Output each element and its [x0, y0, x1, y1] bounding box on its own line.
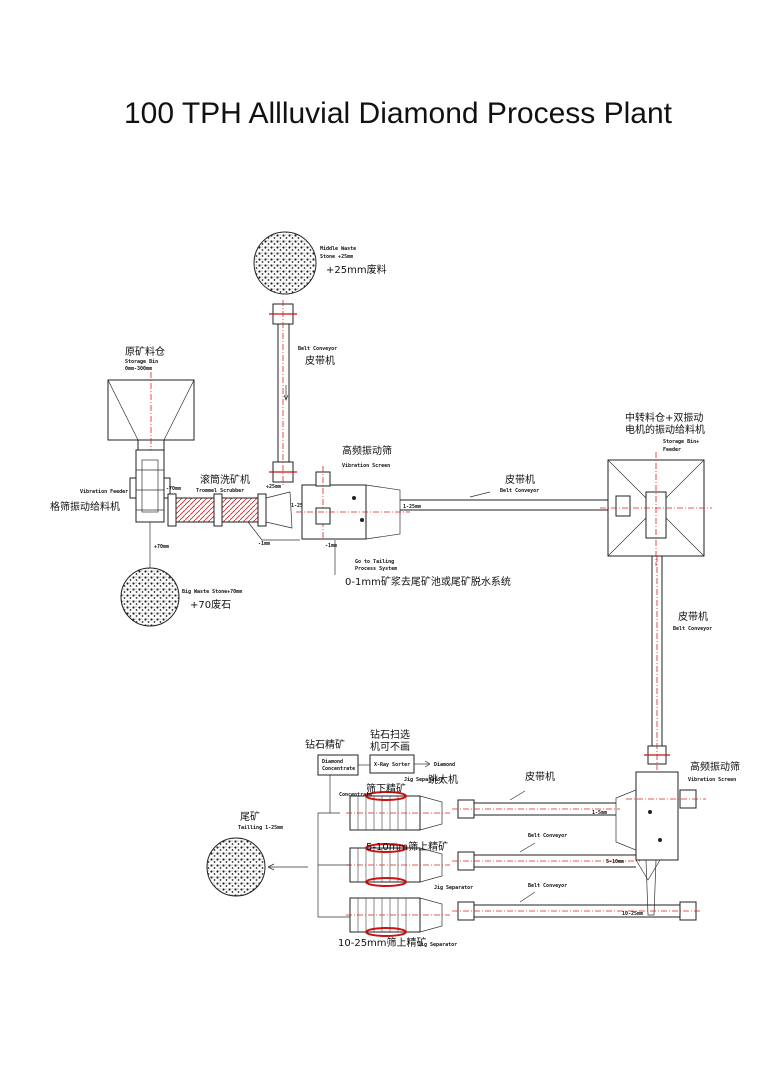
belt-conveyor-jig-1 [452, 790, 620, 819]
belt-conveyor-vertical-1 [269, 300, 297, 486]
belt-conveyor-label-cn-2: 皮带机 [505, 473, 535, 486]
big-waste-pile [120, 567, 180, 627]
mid-conc-label-cn: 5-10mm筛上精矿 [366, 840, 448, 853]
middle-waste-label-en-2: Stone +25mm [320, 254, 353, 260]
grizzly-feeder-label-cn: 格筛振动给料机 [50, 500, 120, 513]
high-frequency-screen-2 [615, 771, 706, 916]
tailing-pile [206, 837, 266, 897]
jig-separator-1 [346, 791, 450, 831]
coarse-conc-label-cn: 10-25mm筛上精矿 [338, 936, 427, 949]
middle-waste-label-en-1: Middle Waste [320, 246, 356, 252]
belt-conveyor-vertical-2 [644, 556, 670, 770]
size-label-minus1-b: -1mm [325, 543, 337, 549]
jig-separator-3 [346, 897, 450, 937]
belt-conveyor-label-en-2: Belt Conveyor [500, 488, 539, 494]
size-label-5-10: 5-10mm [606, 859, 624, 865]
tailing-system-label-en-2: Process System [355, 566, 397, 572]
storage-bin-label-en-2: 0mm-300mm [125, 366, 152, 372]
high-frequency-screen-1 [296, 466, 410, 540]
hf-screen-1-label-cn: 高频振动筛 [342, 444, 392, 457]
jig-separator-label-en-1: Jig Separator [404, 777, 443, 783]
tailing-system-label-en-1: Go to Tailing [355, 559, 394, 565]
belt-conveyor-label-cn-1: 皮带机 [305, 354, 335, 367]
belt-conveyor-label-en-3: Belt Conveyor [673, 626, 712, 632]
diamond-conc-label-en-1: Diamond [322, 759, 343, 765]
belt-conveyor-label-en-5: Belt Conveyor [528, 883, 567, 889]
transfer-bin-label-cn-1: 中转料仓+双振动 [625, 411, 703, 424]
xray-label-en: X-Ray Sorter [374, 762, 410, 768]
xray-label-cn-2: 机可不画 [370, 740, 410, 753]
size-label-plus70: +70mm [154, 544, 169, 550]
diamond-concentrate-box [317, 754, 359, 776]
jig-separator-label-en-3: Jig Separator [418, 942, 457, 948]
diamond-conc-label-cn: 钻石精矿 [305, 738, 345, 751]
tailing-system-label-cn: 0-1mm矿浆去尾矿池或尾矿脱水系统 [345, 575, 511, 588]
concentrate-label-en: Concentrate [339, 792, 372, 798]
jig-label-cn: 跳太机 [428, 773, 458, 786]
tailing-label-en: Tailling 1-25mm [238, 825, 283, 831]
size-label-25-plus: +25mm [266, 484, 281, 490]
big-waste-label-cn: +70废石 [190, 598, 231, 611]
raw-storage-bin [107, 372, 195, 520]
big-waste-label-en: Big Waste Stone+70mm [182, 589, 242, 595]
belt-conveyor-label-en-4: Belt Conveyor [528, 833, 567, 839]
storage-feeder-label-en-2: Feeder [663, 447, 681, 453]
diamond-conc-label-en-2: Concentrate [322, 766, 355, 772]
grizzly-vibrating-feeder [129, 449, 171, 523]
trommel-label-cn: 滚筒洗矿机 [200, 473, 250, 486]
diagram-title: 100 TPH Allluvial Diamond Process Plant [124, 97, 673, 130]
jig-separator-label-en-2: Jig Separator [434, 885, 473, 891]
belt-conveyor-horizontal-1 [400, 491, 612, 511]
belt-conveyor-jig-3 [452, 891, 702, 921]
belt-conveyor-label-cn-3: 皮带机 [678, 610, 708, 623]
vibration-feeder-label-en: Vibration Feeder [80, 489, 128, 495]
belt-conveyor-label-cn-4: 皮带机 [525, 770, 555, 783]
belt-conveyor-jig-2 [452, 842, 640, 871]
size-label-1-25-b: 1-25mm [403, 504, 421, 510]
size-label-1-5: 1-5mm [592, 810, 607, 816]
middle-waste-pile [253, 231, 317, 295]
size-label-10-25: 10-25mm [622, 911, 643, 917]
size-label-minus1: -1mm [258, 541, 270, 547]
tailing-label-cn: 尾矿 [240, 810, 260, 823]
size-label-70: -70mm [166, 486, 181, 492]
storage-feeder-label-en-1: Storage Bin+ [663, 439, 699, 445]
diamond-label-en: Diamond [434, 762, 455, 768]
hf-screen-2-label-cn: 高频振动筛 [690, 760, 740, 773]
storage-bin-label-en-1: Storage Bin [125, 359, 158, 365]
trommel-scrubber [167, 491, 300, 541]
transfer-bin-feeder [600, 452, 712, 566]
xray-label-cn-1: 钻石扫选 [370, 728, 410, 741]
size-label-1-25: 1-25mm [291, 503, 309, 509]
hf-screen-2-label-en: Vibration Screen [688, 777, 736, 783]
undersize-conc-label-cn: 筛下精矿 [366, 782, 406, 795]
concentrate-lines [267, 775, 350, 918]
trommel-label-en: Trommel Scrubber [196, 488, 244, 494]
middle-waste-label-cn: +25mm废料 [326, 263, 387, 276]
belt-conveyor-label-en-1: Belt Conveyor [298, 346, 337, 352]
hf-screen-1-label-en: Vibration Screen [342, 463, 390, 469]
diamond-output-arrow [414, 760, 431, 768]
storage-bin-label-cn: 原矿料仓 [125, 345, 165, 358]
transfer-bin-label-cn-2: 电机的振动给料机 [625, 423, 705, 436]
